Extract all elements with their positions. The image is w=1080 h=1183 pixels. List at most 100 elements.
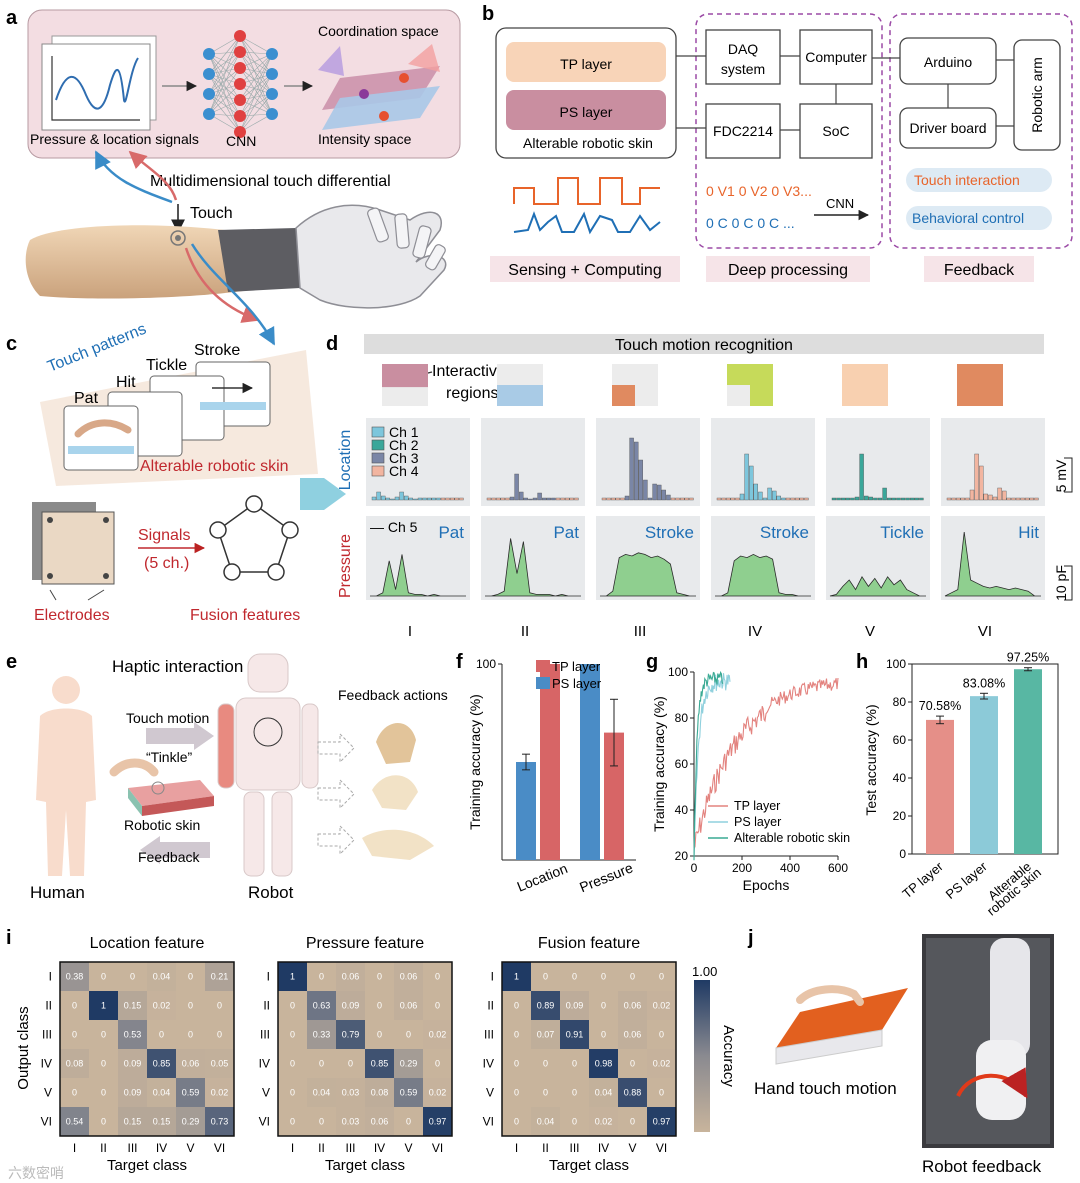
human-label: Human — [30, 883, 85, 902]
legend-entry: TP layer — [734, 799, 780, 813]
fdc-box — [705, 103, 781, 159]
location-bar — [1024, 497, 1030, 501]
col-tick-label: II — [542, 1141, 549, 1155]
location-bar — [519, 491, 524, 501]
location-bar — [781, 497, 786, 501]
panel-letter: e — [6, 651, 17, 673]
cell-value: 0 — [377, 1001, 382, 1011]
matrix-cell — [60, 1049, 89, 1078]
output-class-label: Output class — [15, 1006, 32, 1089]
location-bar — [385, 497, 390, 501]
location-bar — [486, 497, 492, 501]
location-bar — [914, 497, 919, 501]
location-bar — [404, 495, 409, 501]
feedback-region — [889, 13, 1073, 249]
matrix-cell — [176, 1020, 205, 1049]
location-bar — [1020, 497, 1025, 501]
matrix-frame — [59, 961, 235, 1137]
location-bar — [1015, 497, 1021, 501]
panel-j: j Hand touch motion Robot feedback — [747, 927, 1054, 1176]
row-tick-label: II — [263, 999, 270, 1013]
panel-letter: c — [6, 333, 17, 355]
location-bar — [799, 497, 804, 501]
arrow-icon — [128, 150, 178, 201]
matrix-cell — [618, 962, 647, 991]
bar — [970, 696, 998, 854]
pentagon-network-icon — [209, 495, 299, 581]
finger-icon — [109, 758, 159, 777]
column-numeral: II — [521, 623, 529, 640]
behavioral-control-label: Behavioral control — [912, 210, 1024, 226]
matrix-cell — [394, 991, 423, 1020]
touch-differential-label: Multidimensional touch differential — [150, 173, 391, 190]
cell-value: 0.02 — [211, 1088, 229, 1098]
location-bar — [749, 465, 754, 501]
location-bar — [505, 497, 510, 501]
cell-value: 0.02 — [595, 1117, 613, 1127]
touch-patterns-label: Touch patterns — [45, 321, 149, 376]
cnn-connection — [239, 113, 273, 133]
cell-value: 0.06 — [624, 1030, 642, 1040]
location-bar — [845, 497, 850, 501]
scale-bar — [1064, 565, 1073, 601]
x-tick-label: TP layer — [899, 858, 946, 901]
capacitance-sequence: 0 C 0 C 0 C ... — [706, 215, 795, 231]
pat-label: Pat — [74, 390, 99, 407]
cell-value: 0 — [435, 1059, 440, 1069]
location-bar — [900, 497, 906, 501]
cell-value: 0 — [72, 1030, 77, 1040]
cell-value: 0 — [406, 1030, 411, 1040]
cnn-connection — [239, 83, 273, 115]
cell-value: 0.07 — [537, 1030, 555, 1040]
location-bar — [390, 498, 395, 501]
cell-value: 0.06 — [400, 972, 418, 982]
interactive-label: Interactive — [432, 363, 506, 380]
cell-value: 1 — [514, 972, 519, 982]
location-bar — [565, 497, 570, 501]
row-tick-label: IV — [41, 1057, 52, 1071]
cell-value: 0.06 — [342, 972, 360, 982]
cell-value: 0.04 — [153, 1088, 171, 1098]
col-tick-label: V — [186, 1141, 194, 1155]
legend-entry: TP layer — [552, 659, 601, 674]
matrix-cell — [147, 1107, 176, 1136]
row-tick-label: I — [267, 970, 270, 984]
y-tick-label: 80 — [893, 695, 907, 709]
location-bar — [601, 497, 607, 501]
panel-letter: d — [326, 333, 338, 355]
location-bar — [546, 497, 551, 501]
interactive-region-icon — [497, 364, 543, 406]
location-bar — [790, 497, 795, 501]
location-bar — [680, 497, 685, 501]
cell-value: 0.59 — [182, 1088, 200, 1098]
robot-silhouette — [217, 653, 319, 877]
cell-value: 0 — [572, 972, 577, 982]
matrix-cell — [307, 1107, 336, 1136]
col-tick-label: I — [73, 1141, 76, 1155]
location-bar — [864, 495, 869, 501]
matrix-cell — [118, 1078, 147, 1107]
matrix-cell — [560, 1020, 589, 1049]
matrix-cell — [618, 1107, 647, 1136]
stroke-label: Stroke — [194, 342, 240, 359]
cnn-connection — [239, 35, 273, 95]
pressure-plot-bg — [481, 516, 585, 600]
matrix-frame — [277, 961, 453, 1137]
location-bar — [1006, 497, 1011, 501]
location-bar — [459, 497, 464, 501]
driver-label: Driver board — [909, 120, 986, 136]
cell-value: 0.09 — [566, 1001, 584, 1011]
gesture-card-pat — [63, 405, 139, 471]
cell-value: 0.04 — [313, 1088, 331, 1098]
computer-label: Computer — [805, 49, 867, 65]
cell-value: 0.06 — [624, 1001, 642, 1011]
cnn-connection — [208, 73, 241, 133]
cell-value: 0 — [290, 1059, 295, 1069]
cell-value: 0 — [348, 1059, 353, 1069]
x-tick-label: 0 — [691, 861, 698, 875]
cell-value: 0.29 — [400, 1059, 418, 1069]
